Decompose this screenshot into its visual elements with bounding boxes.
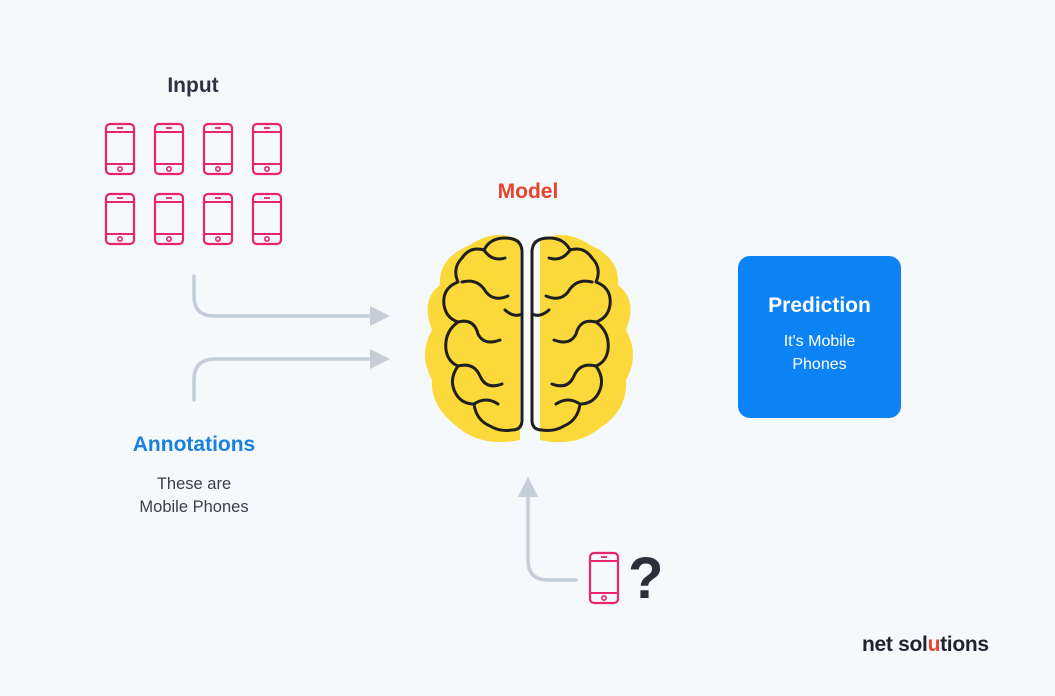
logo-part-2: u	[927, 633, 941, 656]
prediction-box: Prediction It's Mobile Phones	[738, 256, 901, 418]
arrow-head	[518, 477, 538, 497]
annotations-text: These are Mobile Phones	[114, 473, 274, 519]
input-phone-grid	[104, 122, 283, 246]
question-mark-icon: ?	[628, 546, 664, 611]
logo-part-1: net sol	[862, 633, 928, 656]
prediction-title: Prediction	[768, 294, 871, 317]
arrow-icon	[192, 274, 372, 318]
input-title: Input	[167, 74, 219, 97]
prediction-text: It's Mobile Phones	[783, 333, 856, 373]
phone-icon	[251, 192, 283, 246]
brain-icon	[425, 235, 633, 443]
annotations-line-1: These are	[156, 475, 232, 493]
phone-icon	[153, 122, 185, 176]
annotations-line-2: Mobile Phones	[139, 498, 249, 516]
phone-icon	[104, 122, 136, 176]
arrow-icon	[192, 357, 372, 402]
arrow-head	[370, 306, 390, 326]
phone-icon	[202, 122, 234, 176]
model-title: Model	[497, 180, 559, 203]
phone-icon	[104, 192, 136, 246]
phone-icon	[251, 122, 283, 176]
phone-icon	[588, 551, 620, 605]
arrow-head	[370, 349, 390, 369]
arrow-icon	[526, 493, 578, 582]
logo-part-3: tions	[940, 633, 989, 656]
phone-icon	[153, 192, 185, 246]
net-solutions-logo: net solutions	[862, 633, 989, 657]
phone-icon	[202, 192, 234, 246]
annotations-title: Annotations	[132, 433, 256, 456]
